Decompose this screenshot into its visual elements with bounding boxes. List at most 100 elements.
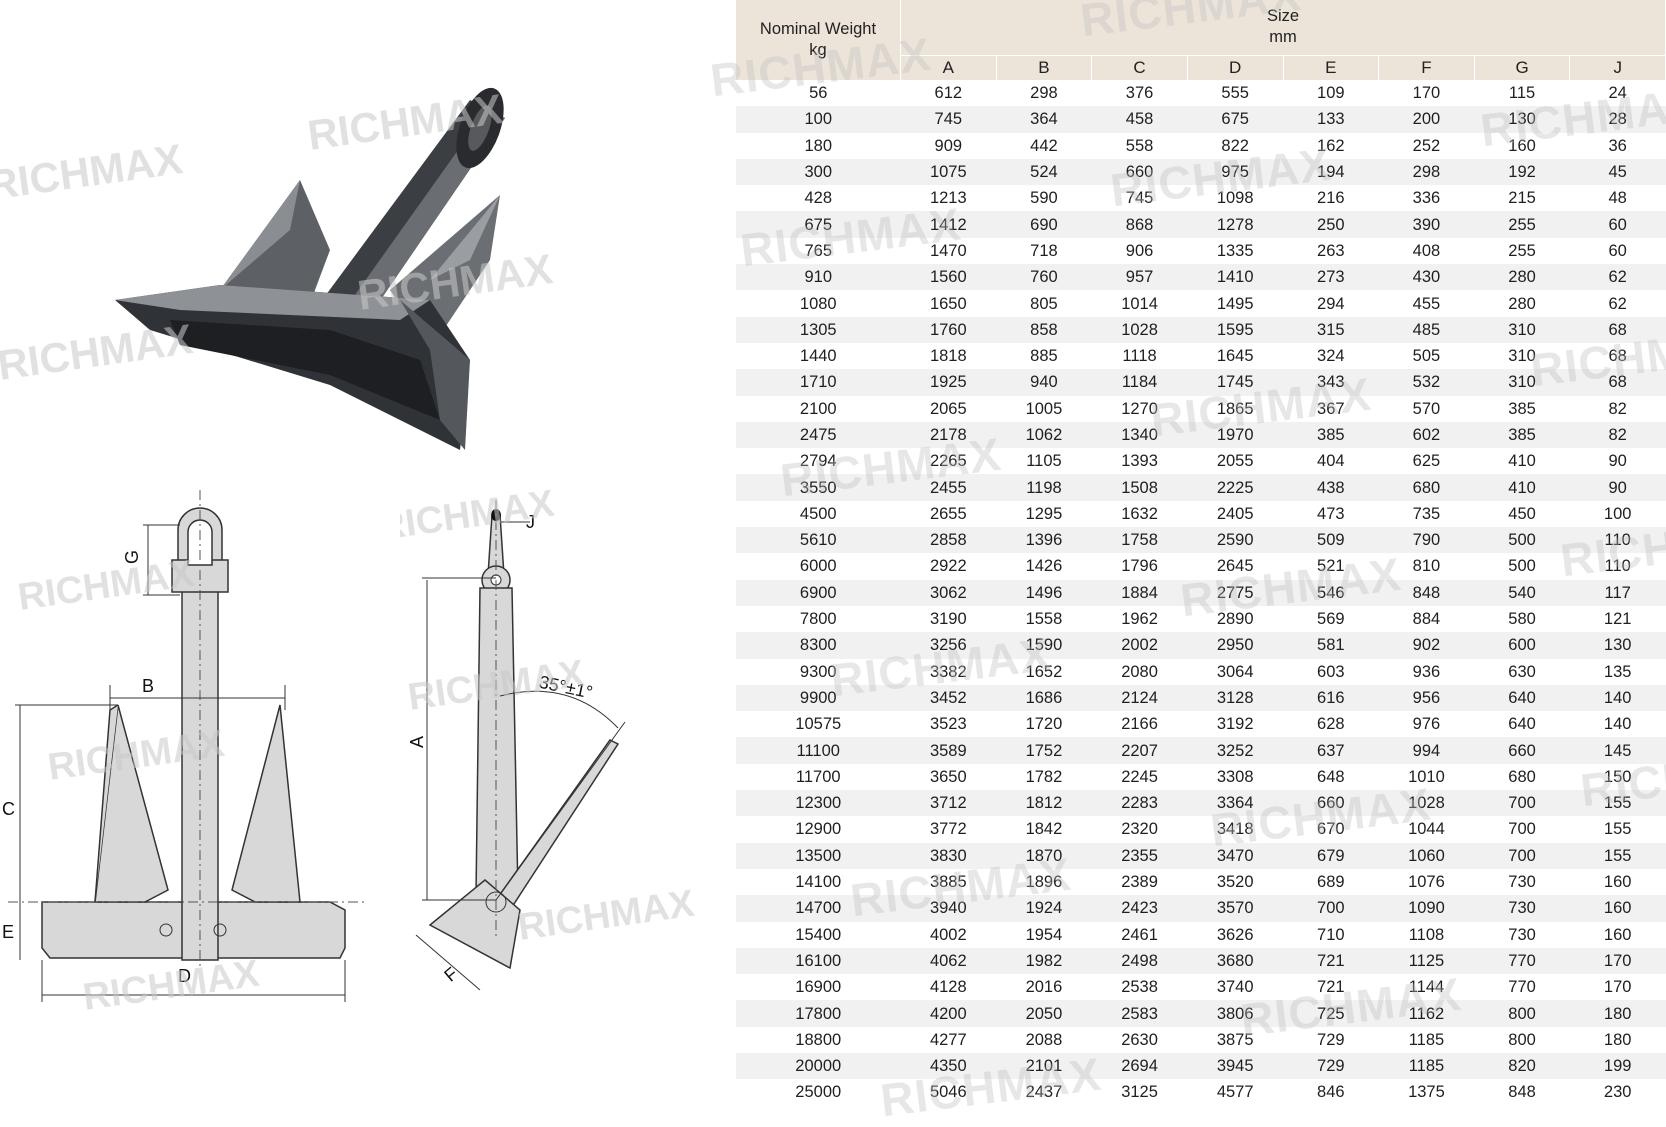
cell-size-c: 2207: [1091, 737, 1188, 764]
cell-size-f: 735: [1412, 504, 1441, 523]
watermark: RICHMAX: [15, 553, 197, 619]
cell-size-g: 848: [1508, 1083, 1536, 1102]
cell-nominal-weight: 428: [804, 189, 833, 208]
cell-size-f: 1125: [1378, 947, 1475, 975]
cell-size-j: 135: [1603, 662, 1632, 681]
cell-nominal-weight: 11700: [795, 767, 841, 786]
cell-size-d: 2950: [1187, 632, 1283, 659]
cell-size-j: 155: [1569, 790, 1666, 817]
cell-nominal-weight: 9900: [736, 684, 901, 712]
cell-size-f: 994: [1378, 737, 1475, 764]
cell-size-c: 2694: [1091, 1052, 1188, 1080]
cell-size-b: 690: [996, 211, 1092, 238]
cell-size-a: 612: [934, 84, 963, 103]
cell-size-g: 215: [1508, 189, 1536, 208]
cell-nominal-weight: 2475: [736, 421, 901, 449]
cell-size-g: 730: [1508, 873, 1536, 892]
dimension-label-j: J: [526, 512, 535, 532]
cell-size-e: 721: [1317, 978, 1345, 997]
cell-size-b: 1720: [1025, 715, 1063, 734]
cell-size-b: 442: [1030, 136, 1058, 155]
cell-size-f: 455: [1412, 294, 1441, 313]
cell-size-g: 800: [1474, 1000, 1570, 1027]
cell-size-b: 1105: [1026, 452, 1062, 471]
cell-size-d: 2590: [1187, 527, 1283, 554]
cell-size-c: 660: [1091, 158, 1188, 186]
cell-size-a: 4002: [929, 925, 967, 944]
cell-nominal-weight: 12900: [795, 820, 842, 839]
cell-size-e: 729: [1317, 1030, 1345, 1049]
cell-size-b: 1896: [1025, 873, 1063, 892]
cell-size-g: 385: [1508, 399, 1536, 418]
cell-size-f: 936: [1412, 662, 1441, 681]
cell-nominal-weight: 17800: [736, 1000, 901, 1027]
cell-size-c: 2002: [1091, 632, 1188, 659]
cell-size-b: 590: [1030, 189, 1058, 208]
cell-size-f: 1010: [1408, 767, 1445, 786]
cell-size-a: 2922: [929, 557, 967, 576]
cell-size-g: 280: [1508, 294, 1536, 313]
cell-size-e: 324: [1317, 347, 1345, 366]
cell-size-a: 4062: [900, 947, 997, 975]
cell-size-e: 637: [1283, 737, 1379, 764]
cell-size-a: 3589: [900, 737, 997, 764]
cell-size-j: 24: [1608, 84, 1627, 103]
cell-size-e: 546: [1283, 579, 1379, 606]
cell-size-e: 216: [1317, 189, 1345, 208]
cell-size-f: 884: [1412, 610, 1441, 629]
cell-size-j: 48: [1608, 189, 1627, 208]
cell-size-f: 625: [1412, 452, 1441, 471]
cell-size-a: 3523: [929, 715, 967, 734]
cell-size-e: 700: [1283, 895, 1379, 922]
cell-size-g: 820: [1474, 1052, 1570, 1080]
dimension-label-f: F: [440, 963, 461, 985]
cell-size-b: 1954: [1025, 925, 1063, 944]
watermark: RICHMAX: [0, 135, 185, 209]
cell-nominal-weight: 1440: [799, 347, 837, 366]
cell-size-d: 2775: [1187, 579, 1283, 606]
cell-size-c: 558: [1125, 136, 1154, 155]
cell-size-j: 180: [1603, 1030, 1632, 1049]
cell-nominal-weight: 18800: [795, 1030, 842, 1049]
cell-size-c: 2355: [1091, 842, 1188, 869]
cell-size-b: 1496: [996, 579, 1092, 606]
cell-size-e: 569: [1317, 610, 1345, 629]
cell-size-b: 364: [996, 106, 1092, 133]
cell-size-c: 376: [1125, 84, 1154, 103]
cell-size-e: 721: [1283, 947, 1379, 975]
header-line: mm: [1269, 28, 1297, 47]
cell-nominal-weight: 10575: [795, 715, 842, 734]
cell-size-b: 1924: [996, 895, 1092, 922]
cell-size-f: 408: [1412, 241, 1441, 260]
cell-size-d: 3364: [1187, 790, 1283, 817]
cell-size-d: 2405: [1216, 504, 1254, 523]
cell-size-j: 62: [1569, 264, 1666, 291]
cell-size-a: 3885: [929, 873, 967, 892]
cell-size-g: 255: [1508, 241, 1536, 260]
cell-nominal-weight: 20000: [736, 1052, 901, 1080]
cell-size-c: 2080: [1121, 662, 1158, 681]
cell-size-g: 310: [1474, 316, 1570, 343]
cell-nominal-weight: 3550: [736, 474, 901, 501]
cell-size-e: 660: [1283, 790, 1379, 817]
cell-size-e: 133: [1283, 106, 1379, 133]
cell-size-j: 155: [1569, 842, 1666, 869]
cell-size-a: 3452: [900, 684, 997, 712]
cell-size-f: 298: [1378, 158, 1475, 186]
cell-size-e: 710: [1317, 925, 1345, 944]
cell-size-j: 150: [1603, 767, 1632, 786]
